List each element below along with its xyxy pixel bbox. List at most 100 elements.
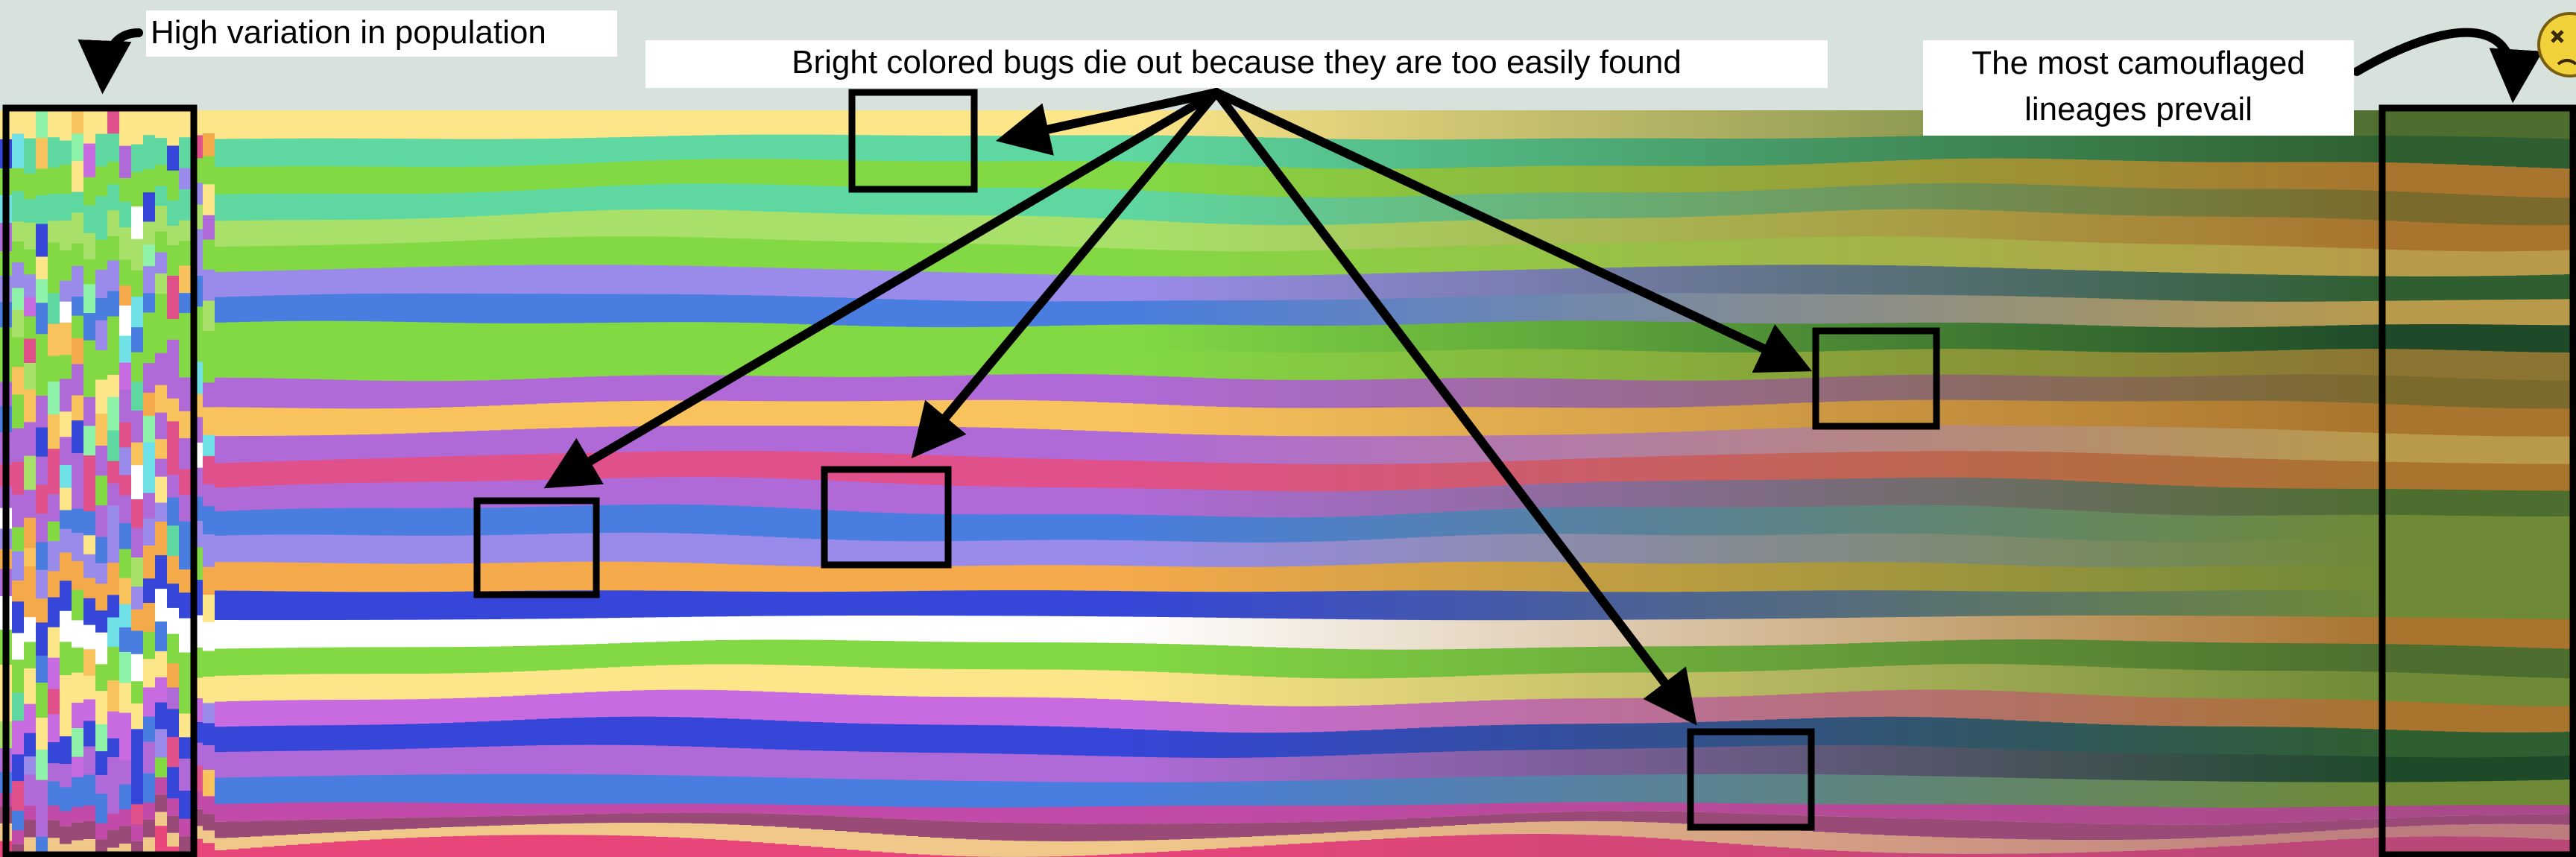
lineage-band-cell: [1705, 592, 1718, 620]
lineage-band-cell: [1527, 674, 1539, 701]
lineage-band-cell: [1061, 373, 1074, 402]
lineage-band-cell: [871, 640, 883, 668]
lineage-band-cell: [1228, 645, 1241, 677]
lineage-floor-cell: [1729, 826, 1742, 844]
lineage-band-cell: [60, 552, 72, 582]
lineage-band-cell: [1133, 700, 1146, 730]
lineage-band-cell: [60, 581, 72, 612]
lineage-band-cell: [1777, 403, 1790, 429]
lineage-band-cell: [1562, 349, 1575, 380]
lineage-band-cell: [1753, 294, 1766, 325]
lineage-band-cell: [1753, 428, 1766, 455]
lineage-band-cell: [727, 267, 740, 296]
lineage-band-cell: [239, 194, 251, 221]
lineage-band-cell: [1169, 461, 1181, 490]
lineage-band-cell: [918, 327, 931, 353]
lineage-band-cell: [1765, 671, 1778, 696]
lineage-band-cell: [24, 138, 37, 174]
lineage-band-cell: [1157, 730, 1169, 759]
lineage-band-cell: [417, 535, 430, 565]
lineage-band-cell: [12, 494, 25, 528]
lineage-band-cell: [143, 169, 156, 194]
lineage-band-cell: [1705, 747, 1718, 775]
lineage-band-cell: [1109, 670, 1122, 701]
lineage-band-cell: [346, 294, 359, 322]
lineage-band-cell: [608, 110, 621, 139]
lineage-band-cell: [1348, 408, 1360, 437]
lineage-floor-cell: [1705, 803, 1718, 813]
lineage-band-cell: [1324, 436, 1336, 465]
lineage-band-cell: [1264, 733, 1277, 759]
lineage-floor-cell: [1479, 815, 1491, 824]
lineage-band-cell: [1085, 540, 1098, 566]
lineage-floor-cell: [1527, 812, 1539, 822]
lineage-band-cell: [1407, 703, 1420, 730]
lineage-band-cell: [1264, 517, 1277, 543]
lineage-floor-cell: [1622, 802, 1635, 812]
lineage-band-cell: [1789, 590, 1802, 619]
lineage-band-cell: [1968, 451, 1980, 478]
lineage-band-cell: [1598, 774, 1611, 803]
lineage-band-cell: [1133, 756, 1146, 783]
lineage-band-cell: [930, 215, 943, 244]
lineage-band-cell: [716, 266, 728, 296]
lineage-band-cell: [930, 188, 943, 216]
lineage-band-cell: [501, 591, 514, 620]
lineage-band-cell: [1467, 701, 1480, 727]
lineage-band-cell: [1276, 542, 1289, 568]
lineage-band-cell: [906, 591, 919, 617]
lineage-floor-cell: [310, 820, 323, 834]
lineage-band-cell: [215, 272, 227, 298]
lineage-band-cell: [978, 566, 991, 592]
lineage-band-cell: [1825, 236, 1837, 266]
lineage-floor-cell: [1455, 803, 1468, 816]
lineage-band-cell: [417, 381, 430, 409]
lineage-band-cell: [775, 350, 788, 377]
lineage-band-cell: [1395, 590, 1408, 621]
lineage-band-cell: [549, 506, 561, 535]
lineage-band-cell: [584, 644, 597, 669]
lineage-band-cell: [1002, 244, 1014, 275]
lineage-band-cell: [1276, 647, 1289, 678]
lineage-band-cell: [1360, 754, 1372, 780]
lineage-band-cell: [298, 508, 311, 536]
lineage-band-cell: [1837, 717, 1849, 746]
lineage-band-cell: [286, 620, 299, 649]
lineage-floor-cell: [1455, 825, 1468, 835]
lineage-floor-cell: [382, 802, 394, 818]
lineage-band-cell: [167, 633, 180, 665]
lineage-band-cell: [1860, 745, 1873, 776]
lineage-band-cell: [787, 240, 800, 269]
lineage-band-cell: [36, 303, 48, 335]
lineage-band-cell: [179, 313, 192, 347]
lineage-band-cell: [72, 192, 84, 214]
lineage-band-cell: [1407, 537, 1420, 564]
lineage-band-cell: [1944, 237, 1957, 268]
lineage-band-cell: [692, 322, 704, 350]
lineage-band-cell: [155, 757, 168, 779]
lineage-band-cell: [24, 490, 37, 519]
lineage-band-cell: [1884, 775, 1897, 806]
lineage-band-cell: [1312, 648, 1325, 679]
lineage-band-cell: [358, 219, 370, 245]
lineage-band-cell: [1467, 462, 1480, 488]
lineage-band-cell: [1932, 266, 1945, 296]
lineage-floor-cell: [1658, 823, 1670, 839]
lineage-band-cell: [1837, 668, 1849, 693]
lineage-band-cell: [727, 639, 740, 665]
lineage-band-cell: [179, 683, 192, 715]
lineage-band-cell: [1467, 139, 1480, 168]
lineage-band-cell: [239, 436, 251, 464]
lineage-band-cell: [632, 774, 645, 805]
lineage-band-cell: [954, 485, 967, 516]
lineage-band-cell: [1097, 349, 1110, 376]
lineage-band-cell: [1932, 563, 1945, 592]
lineage-band-cell: [1729, 746, 1742, 775]
lineage-band-cell: [262, 110, 275, 139]
lineage-band-cell: [930, 484, 943, 515]
lineage-band-cell: [1932, 294, 1945, 323]
lineage-band-cell: [1527, 139, 1539, 167]
lineage-floor-cell: [561, 823, 573, 835]
lineage-band-cell: [1228, 435, 1241, 464]
lineage-band-cell: [1049, 246, 1062, 276]
